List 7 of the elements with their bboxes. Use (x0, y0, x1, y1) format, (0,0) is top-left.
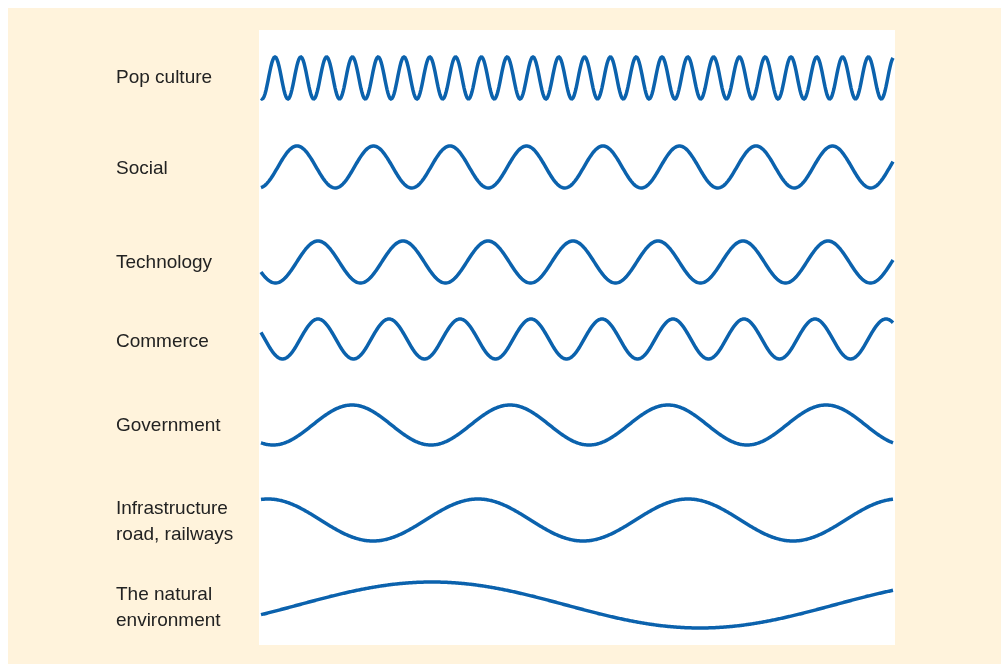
row-label: The natural environment (116, 582, 222, 632)
row-label: Infrastructure road, railways (116, 496, 235, 546)
row-label: Technology (116, 250, 214, 274)
row-label: Commerce (116, 329, 210, 353)
row-label: Social (116, 156, 169, 180)
row-label: Government (116, 413, 222, 437)
row-label: Pop culture (116, 65, 214, 89)
